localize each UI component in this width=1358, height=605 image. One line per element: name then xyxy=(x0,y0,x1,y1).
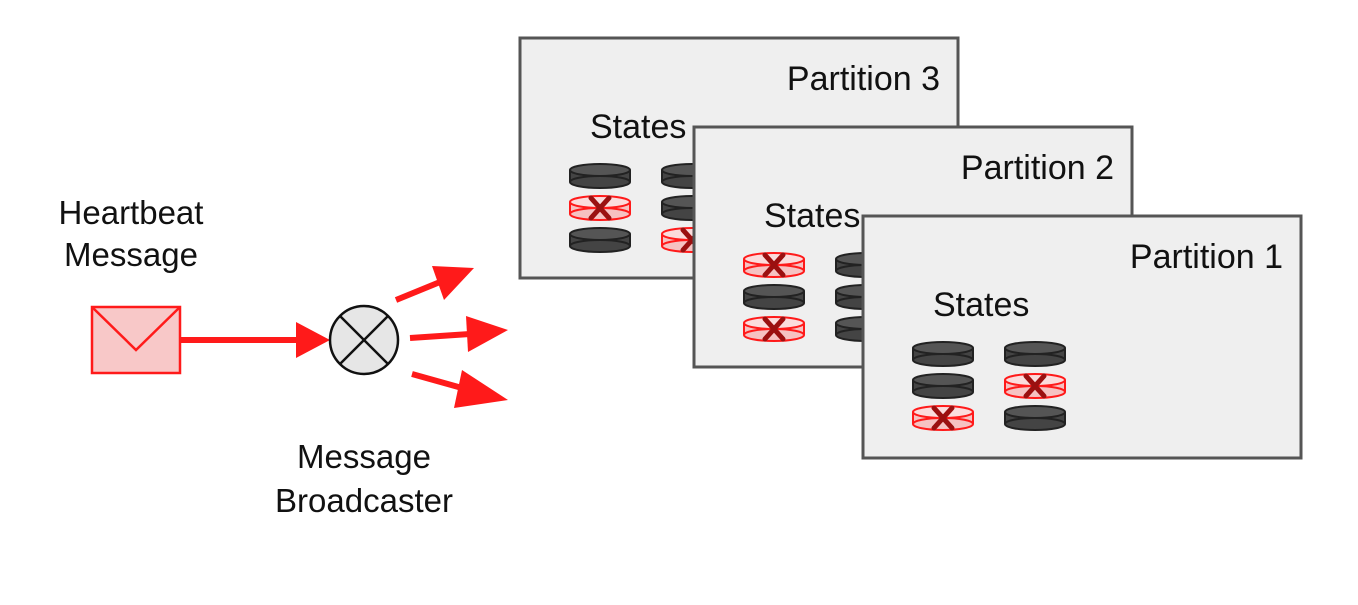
partition-panel xyxy=(861,214,1303,460)
failed-disk-icon xyxy=(743,316,805,342)
partition-title: Partition 3 xyxy=(786,60,940,98)
partition-title: Partition 1 xyxy=(1129,238,1283,276)
failed-disk-icon xyxy=(912,405,974,431)
broadcaster-label-line1: Message xyxy=(297,438,431,475)
states-label: States xyxy=(590,108,687,146)
disk-icon xyxy=(912,373,974,399)
broadcaster-label-line2: Broadcaster xyxy=(275,482,453,519)
disk-icon xyxy=(912,341,974,367)
envelope-icon xyxy=(90,305,182,375)
state-disk-stack xyxy=(912,341,974,431)
broadcaster-icon xyxy=(328,304,400,376)
failed-disk-icon xyxy=(743,252,805,278)
partition-title: Partition 2 xyxy=(960,149,1114,187)
disk-icon xyxy=(1004,405,1066,431)
state-disk-stack xyxy=(569,163,631,253)
states-label: States xyxy=(933,286,1030,324)
state-disk-stack xyxy=(1004,341,1066,431)
partitions-group xyxy=(518,36,1303,460)
states-label: States xyxy=(764,197,861,235)
disk-icon xyxy=(1004,341,1066,367)
broadcast-arrow-up xyxy=(394,266,474,303)
disk-icon xyxy=(743,284,805,310)
heartbeat-label-line1: Heartbeat xyxy=(58,194,204,231)
disk-icon xyxy=(569,163,631,189)
broadcast-arrow-down xyxy=(411,370,508,408)
failed-disk-icon xyxy=(569,195,631,221)
heartbeat-label-line2: Message xyxy=(64,236,198,273)
disk-icon xyxy=(569,227,631,253)
heartbeat-arrow xyxy=(180,322,330,358)
broadcast-arrow-mid xyxy=(409,316,508,352)
state-disk-stack xyxy=(743,252,805,342)
failed-disk-icon xyxy=(1004,373,1066,399)
